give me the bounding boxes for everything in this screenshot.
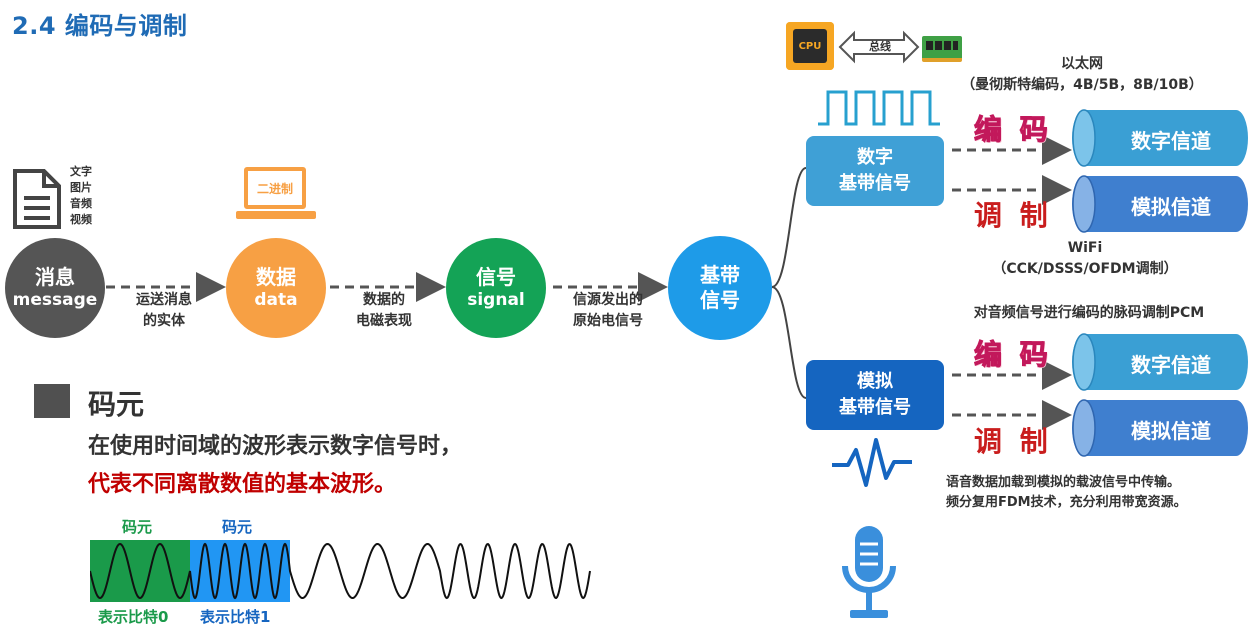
arrow-label-electromagnetic-line2: 电磁表现 xyxy=(356,313,412,329)
baseband-line1: 基带 xyxy=(700,263,740,287)
arrow-label-electromagnetic: 数据的 电磁表现 xyxy=(334,290,434,332)
arrow-label-entity-line1: 运送消息 xyxy=(136,292,192,308)
digital-baseband-box: 数字 基带信号 xyxy=(806,136,944,206)
document-icon xyxy=(13,169,61,229)
digital-channel-cylinder-bottom xyxy=(1072,333,1248,391)
bus-arrow-icon xyxy=(838,30,920,64)
baseband-line2: 信号 xyxy=(700,288,740,312)
doc-type-audio: 音频 xyxy=(70,196,92,210)
encode-label-bottom: 编 码 xyxy=(974,338,1052,372)
symbol-description-line1: 在使用时间域的波形表示数字信号时， xyxy=(88,434,463,459)
analog-baseband-line1: 模拟 xyxy=(857,370,893,392)
digital-channel-label-top: 数字信道 xyxy=(1131,129,1211,153)
laptop-icon: 二进制 xyxy=(236,167,316,223)
branch-to-digital xyxy=(771,167,807,288)
data-label-en: data xyxy=(254,289,298,310)
analog-baseband-line2: 基带信号 xyxy=(839,397,911,418)
waveform-path xyxy=(90,542,591,600)
arrow-label-source-line1: 信源发出的 xyxy=(573,292,643,308)
signal-label-en: signal xyxy=(467,289,525,310)
modulate-label-bottom: 调 制 xyxy=(974,425,1052,458)
wifi-note-detail: （CCK/DSSS/OFDM调制） xyxy=(992,261,1178,277)
symbol-heading: 码元 xyxy=(88,388,145,421)
message-node: 消息 message xyxy=(5,238,105,338)
arrow-label-entity-line2: 的实体 xyxy=(143,313,185,329)
bit1-label: 表示比特1 xyxy=(200,608,271,626)
page-title: 2.4 编码与调制 xyxy=(12,12,188,40)
bit0-symbol-block xyxy=(90,540,190,602)
arrow-label-source: 信源发出的 原始电信号 xyxy=(556,290,660,332)
ethernet-note-title: 以太网 xyxy=(1061,56,1103,72)
digital-baseband-line2: 基带信号 xyxy=(839,173,911,194)
analog-pulse-icon xyxy=(832,438,912,487)
analog-baseband-box: 模拟 基带信号 xyxy=(806,360,944,430)
message-label-cn: 消息 xyxy=(35,264,75,289)
arrow-label-electromagnetic-line1: 数据的 xyxy=(363,292,405,308)
analog-channel-cylinder-top xyxy=(1072,175,1248,233)
symbol-waveform xyxy=(90,542,591,600)
digital-channel-cylinder-top xyxy=(1072,109,1248,167)
analog-channel-label-top: 模拟信道 xyxy=(1131,195,1211,219)
symbol-description-line2: 代表不同离散数值的基本波形。 xyxy=(88,472,397,497)
message-label-en: message xyxy=(12,289,98,310)
wifi-note-title: WiFi xyxy=(1067,240,1103,256)
square-wave-icon xyxy=(818,90,940,126)
data-label-cn: 数据 xyxy=(256,264,296,289)
baseband-node: 基带 信号 xyxy=(668,236,772,340)
doc-type-text: 文字 xyxy=(70,165,92,178)
signal-node: 信号 signal xyxy=(446,238,546,338)
section-bullet-square xyxy=(34,384,70,418)
bit0-label: 表示比特0 xyxy=(98,608,169,626)
ethernet-note-detail: （曼彻斯特编码，4B/5B，8B/10B） xyxy=(961,77,1203,93)
ethernet-note: 以太网 （曼彻斯特编码，4B/5B，8B/10B） xyxy=(938,54,1226,96)
symbol-label-0: 码元 xyxy=(122,518,153,536)
laptop-label: 二进制 xyxy=(256,181,293,196)
pcm-note: 对音频信号进行编码的脉码调制PCM xyxy=(973,305,1205,321)
fdm-note-line2: 频分复用FDM技术，充分利用带宽资源。 xyxy=(946,494,1187,510)
analog-channel-label-bottom: 模拟信道 xyxy=(1131,419,1211,443)
digital-channel-label-bottom: 数字信道 xyxy=(1131,353,1211,377)
cpu-icon: CPU xyxy=(786,22,834,70)
arrow-label-source-line2: 原始电信号 xyxy=(573,313,643,329)
signal-label-cn: 信号 xyxy=(476,264,516,289)
analog-channel-cylinder-bottom xyxy=(1072,399,1248,457)
encode-label-top: 编 码 xyxy=(974,113,1052,147)
fdm-note: 语音数据加载到模拟的载波信号中传输。 频分复用FDM技术，充分利用带宽资源。 xyxy=(946,473,1252,512)
microphone-icon xyxy=(842,526,896,618)
branch-to-analog xyxy=(771,286,807,399)
memory-icon xyxy=(922,36,962,62)
fdm-note-line1: 语音数据加载到模拟的载波信号中传输。 xyxy=(946,475,1181,490)
cpu-label: CPU xyxy=(798,40,822,52)
arrow-label-entity: 运送消息 的实体 xyxy=(114,290,214,332)
doc-type-video: 视频 xyxy=(70,212,92,226)
symbol-label-1: 码元 xyxy=(222,518,253,536)
bus-label: 总线 xyxy=(869,40,891,53)
doc-type-image: 图片 xyxy=(70,180,92,194)
data-node: 数据 data xyxy=(226,238,326,338)
modulate-label-top: 调 制 xyxy=(974,199,1052,232)
wifi-note: WiFi （CCK/DSSS/OFDM调制） xyxy=(950,238,1220,280)
digital-baseband-line1: 数字 xyxy=(857,146,893,168)
doc-types-list: 文字 图片 音频 视频 xyxy=(70,164,92,228)
